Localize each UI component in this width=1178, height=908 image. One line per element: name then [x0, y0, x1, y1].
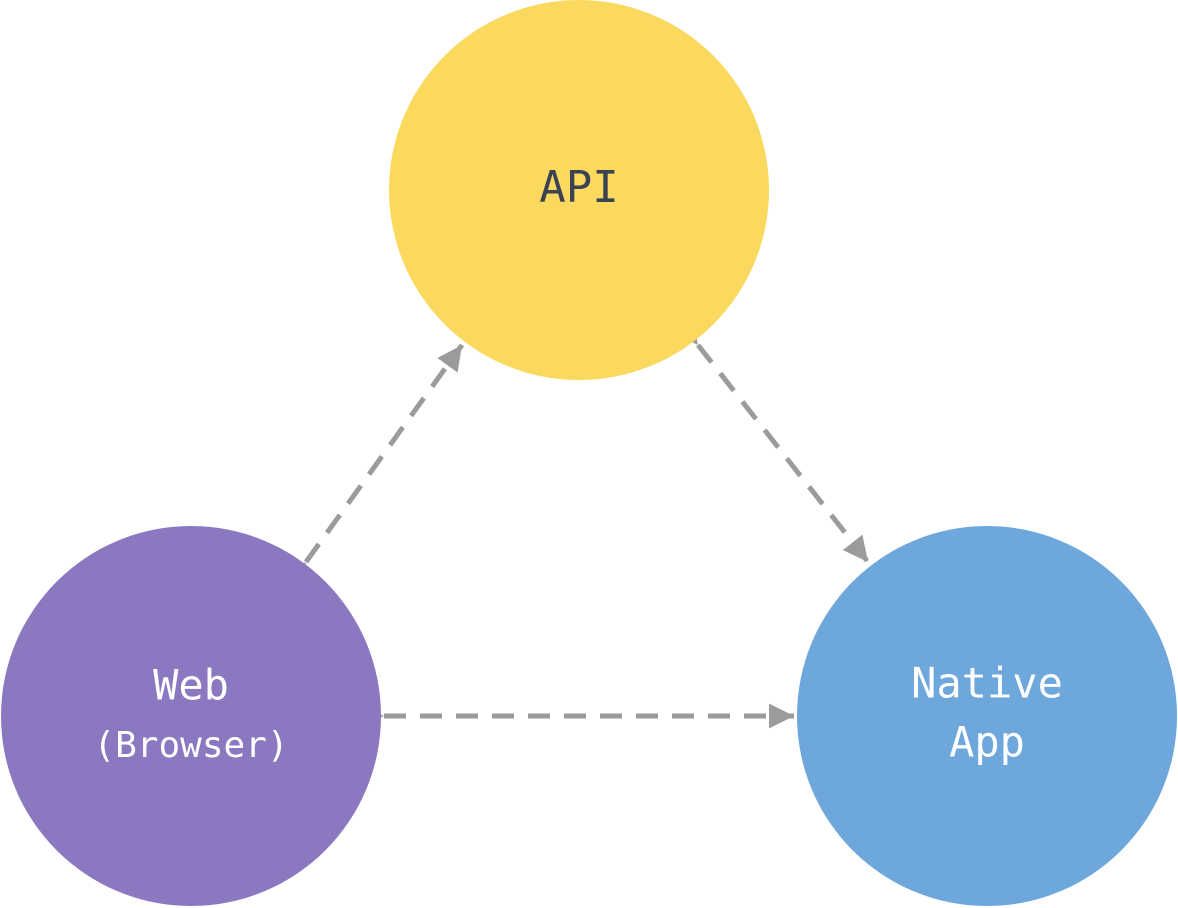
node-web-label: Web [153, 661, 229, 710]
node-native-sublabel: App [949, 718, 1025, 767]
edges [281, 317, 870, 729]
node-api: API [389, 0, 769, 380]
node-web-sublabel: (Browser) [93, 725, 288, 766]
edge-web-api [281, 343, 465, 590]
node-web-circle [1, 526, 381, 906]
node-api-circle [389, 0, 769, 380]
node-native-label: Native [911, 659, 1063, 708]
node-native: Native App [797, 526, 1177, 906]
node-api-label: API [539, 162, 618, 213]
edge-api-native [672, 317, 870, 564]
node-web: Web (Browser) [1, 526, 381, 906]
node-native-circle [797, 526, 1177, 906]
